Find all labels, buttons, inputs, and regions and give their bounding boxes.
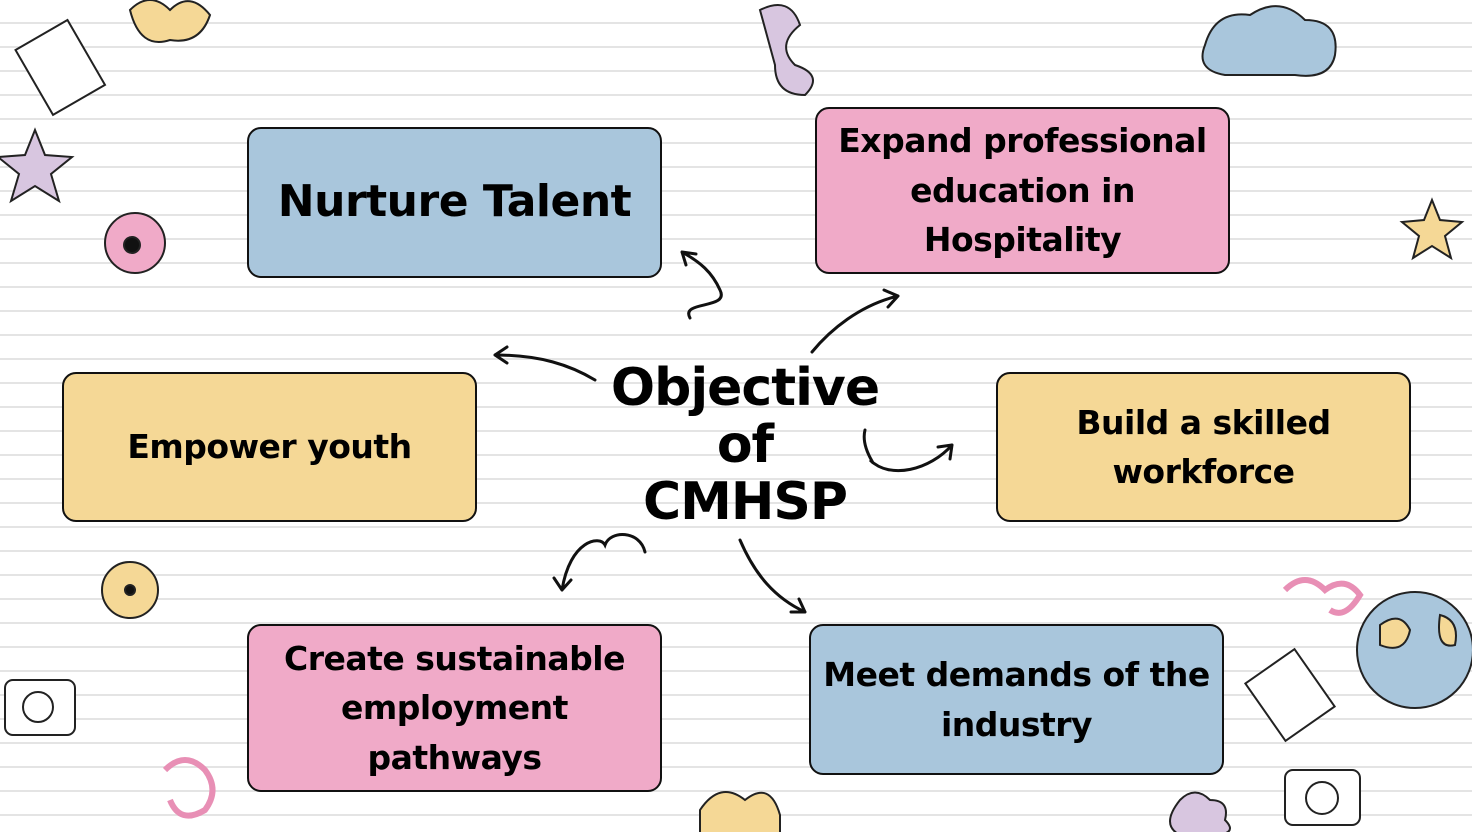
center-title-line: Objective [610,358,880,418]
objective-employment-pathways: Create sustainable employment pathways [247,624,662,792]
center-title: Objective of CMHSP [590,360,900,531]
objective-label: Create sustainable employment pathways [284,638,626,777]
arrow-to-empower [493,345,597,382]
objective-nurture-talent: Nurture Talent [247,127,662,278]
objective-label: Empower youth [127,427,412,467]
arrow-to-build [862,428,954,473]
arrow-to-create [552,533,647,592]
objective-label: Meet demands of the industry [823,655,1210,744]
center-title-line: of [716,415,774,475]
arrow-to-nurture [680,250,723,320]
objective-label: Nurture Talent [277,176,632,227]
objective-skilled-workforce: Build a skilled workforce [996,372,1411,522]
objective-label: Build a skilled workforce [1076,402,1331,492]
objective-industry-demands: Meet demands of the industry [809,624,1224,775]
objective-label: Expand professional education in Hospita… [838,121,1207,260]
arrow-to-meet [738,538,807,614]
center-title-line: CMHSP [643,472,848,532]
objective-empower-youth: Empower youth [62,372,477,522]
arrow-to-expand [810,288,900,354]
objective-expand-education: Expand professional education in Hospita… [815,107,1230,274]
